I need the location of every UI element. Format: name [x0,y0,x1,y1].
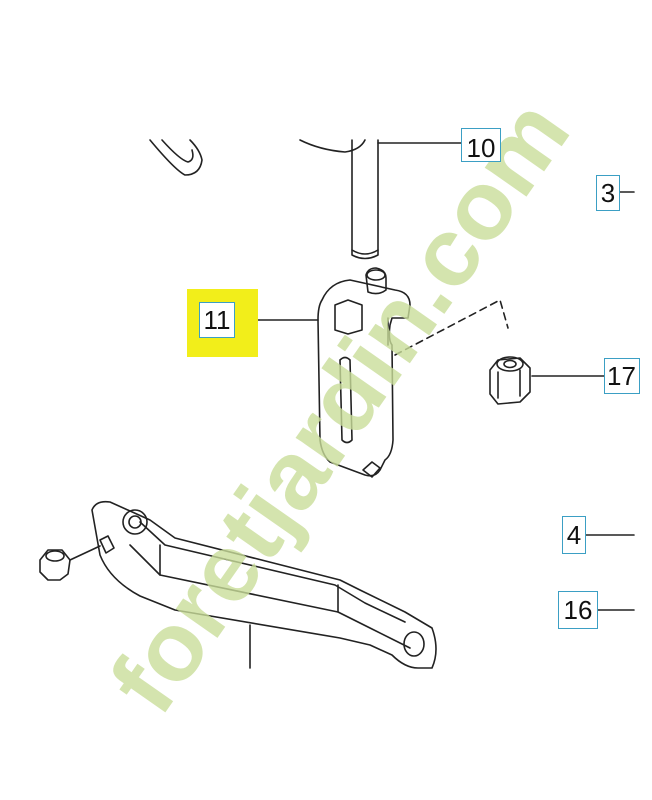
upper-rod-part [299,139,379,260]
callout-11-label: 11 [203,305,231,335]
callout-11: 11 [199,302,235,338]
callout-17: 17 [604,358,640,394]
upper-left-bracket [149,139,203,176]
small-nut [39,545,101,581]
callout-17-label: 17 [607,361,636,391]
callout-3-label: 3 [600,178,616,208]
bracket-part-11 [317,267,411,478]
callout-10-label: 10 [466,133,496,163]
callout-10: 10 [461,128,501,162]
callout-3: 3 [596,175,620,211]
nut-part-17 [489,356,531,405]
callout-16: 16 [558,591,598,629]
callout-4-label: 4 [566,520,582,550]
lower-arm-assembly [91,500,437,669]
callout-4: 4 [562,516,586,554]
callout-16-label: 16 [563,595,593,625]
assembly-dashed-line [394,299,509,356]
